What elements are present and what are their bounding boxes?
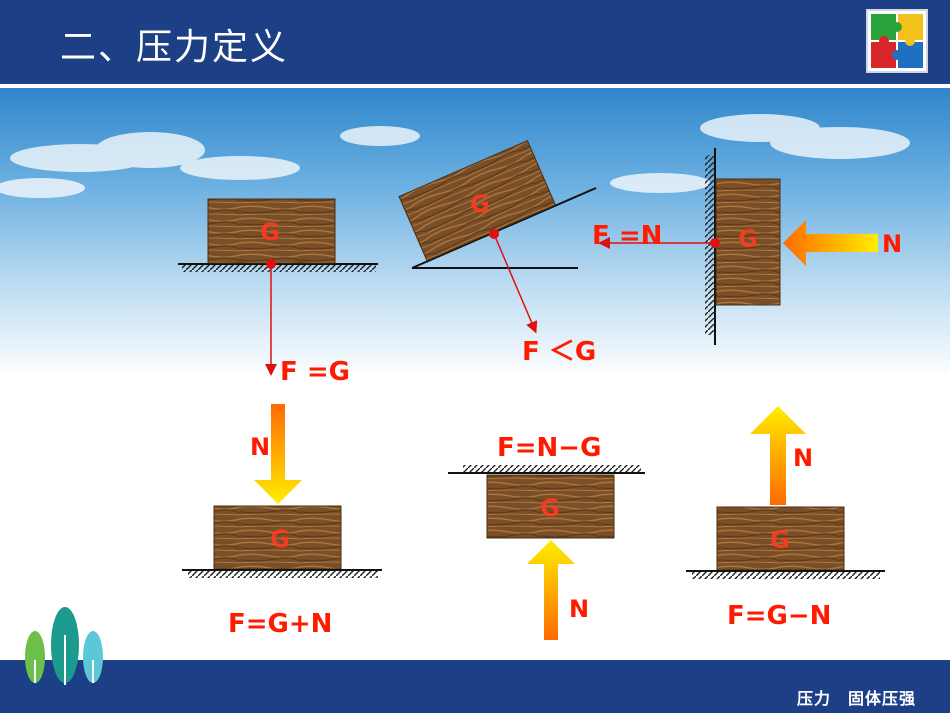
header-bar bbox=[0, 0, 950, 84]
incline-slope bbox=[411, 187, 597, 269]
wood-block bbox=[207, 198, 336, 264]
wood-block bbox=[715, 178, 781, 306]
push-label: N bbox=[882, 230, 902, 258]
case-push-down: N G F=G+N bbox=[182, 404, 382, 639]
pull-arrow-up bbox=[750, 406, 806, 505]
case-flat: G F =G bbox=[178, 198, 378, 387]
force-arrow bbox=[493, 233, 538, 334]
weight-label: G bbox=[738, 225, 758, 253]
equation-pull-up: F=G−N bbox=[727, 601, 831, 631]
header-divider bbox=[0, 84, 950, 88]
weight-label: G bbox=[470, 190, 490, 218]
slide-title: 二、压力定义 bbox=[60, 27, 289, 68]
weight-label: G bbox=[770, 526, 790, 554]
case-ceiling: F=N−G G N bbox=[448, 433, 645, 640]
footer-bar bbox=[0, 660, 950, 713]
hatch-ground bbox=[188, 571, 378, 578]
push-arrow-down bbox=[254, 404, 302, 504]
contact-point bbox=[710, 238, 720, 248]
weight-label: G bbox=[270, 525, 290, 553]
equation-flat: F =G bbox=[280, 357, 350, 387]
push-label: N bbox=[569, 595, 589, 623]
equation-incline: F ＜G bbox=[522, 337, 596, 367]
case-pull-up: N G F=G−N bbox=[686, 406, 885, 631]
hatch-ground bbox=[692, 572, 880, 579]
trees-logo-icon bbox=[20, 605, 110, 695]
weight-label: G bbox=[540, 494, 560, 522]
case-incline: G F ＜G bbox=[398, 140, 597, 367]
wood-block bbox=[486, 474, 615, 539]
push-label: N bbox=[250, 433, 270, 461]
wood-block bbox=[213, 505, 342, 570]
contact-point bbox=[489, 229, 499, 239]
puzzle-logo-icon bbox=[866, 9, 928, 73]
equation-wall: F =N bbox=[592, 221, 662, 251]
pull-label: N bbox=[793, 444, 813, 472]
equation-ceiling: F=N−G bbox=[497, 433, 601, 463]
contact-point bbox=[266, 259, 276, 269]
push-arrow-up bbox=[527, 540, 575, 640]
footer-caption: 压力 固体压强 bbox=[796, 689, 916, 708]
hatch-ground bbox=[182, 265, 376, 272]
weight-label: G bbox=[260, 218, 280, 246]
hatch-wall bbox=[705, 155, 714, 335]
push-arrow-left bbox=[783, 220, 878, 266]
equation-push-down: F=G+N bbox=[228, 609, 332, 639]
hatch-ceiling bbox=[463, 465, 641, 472]
case-wall: G N F =N bbox=[592, 148, 902, 345]
